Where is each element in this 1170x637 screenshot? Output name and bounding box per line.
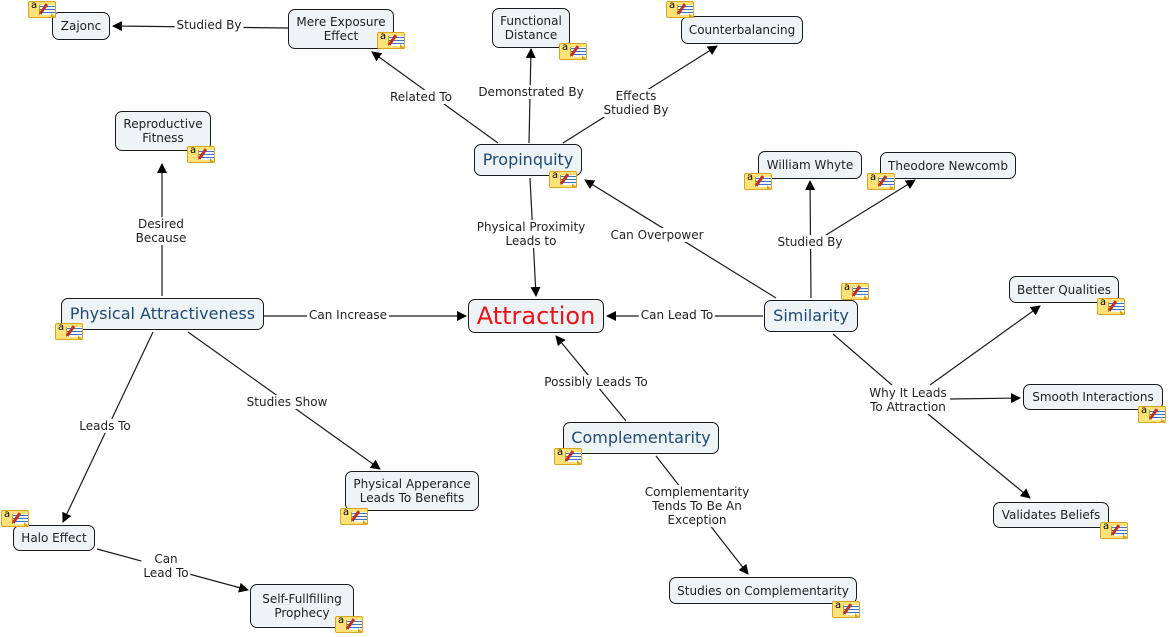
link-line — [825, 179, 916, 236]
notes-icon[interactable]: a — [187, 145, 215, 163]
notes-icon[interactable]: a — [841, 282, 869, 300]
concept-studies-on-complementarity[interactable]: Studies on Complementarity — [669, 577, 857, 604]
notes-icon[interactable]: a — [1100, 521, 1128, 539]
concept-smooth-interactions[interactable]: Smooth Interactions — [1023, 384, 1163, 410]
notes-icon[interactable]: a — [744, 172, 772, 190]
link-line — [927, 413, 1031, 499]
link-label-studies-show: Studies Show — [244, 395, 330, 409]
link-label-desired-because: Desired Because — [133, 217, 189, 245]
concept-physical-attractiveness[interactable]: Physical Attractiveness — [61, 298, 264, 330]
link-label-effects-studied-by: Effects Studied By — [601, 89, 671, 117]
notes-icon[interactable]: a — [335, 615, 363, 633]
concept-physical-appearance-benefits[interactable]: Physical Apperance Leads To Benefits — [345, 471, 479, 511]
concept-zajonc[interactable]: Zajonc — [52, 12, 110, 40]
link-label-studied-by-similarity: Studied By — [775, 235, 845, 249]
concept-validates-beliefs[interactable]: Validates Beliefs — [993, 502, 1109, 528]
notes-icon[interactable]: a — [666, 0, 694, 18]
link-label-related-to: Related To — [387, 90, 455, 104]
notes-icon[interactable]: a — [377, 31, 405, 49]
notes-icon[interactable]: a — [28, 0, 56, 18]
link-label-demonstrated-by: Demonstrated By — [476, 85, 586, 99]
link-label-can-overpower: Can Overpower — [608, 228, 706, 242]
link-label-leads-to: Leads To — [77, 419, 133, 433]
notes-icon[interactable]: a — [1, 509, 29, 527]
notes-icon[interactable]: a — [554, 447, 582, 465]
concept-functional-distance[interactable]: Functional Distance — [492, 8, 570, 48]
concept-theodore-newcomb[interactable]: Theodore Newcomb — [880, 152, 1016, 179]
concept-william-whyte[interactable]: William Whyte — [758, 151, 862, 179]
link-line — [929, 305, 1041, 386]
link-label-can-lead-to-halo: Can Lead To — [141, 552, 191, 580]
notes-icon[interactable]: a — [867, 172, 895, 190]
concept-counterbalancing[interactable]: Counterbalancing — [681, 16, 803, 44]
notes-icon[interactable]: a — [55, 322, 83, 340]
concept-similarity[interactable]: Similarity — [764, 300, 858, 332]
link-line — [949, 393, 1021, 404]
link-label-can-lead-to: Can Lead To — [638, 308, 716, 322]
link-label-why-it-leads: Why It Leads To Attraction — [867, 386, 949, 414]
notes-icon[interactable]: a — [1097, 297, 1125, 315]
link-label-possibly-leads-to: Possibly Leads To — [542, 375, 650, 389]
notes-icon[interactable]: a — [559, 42, 587, 60]
concept-reproductive-fitness[interactable]: Reproductive Fitness — [115, 111, 211, 151]
concept-mere-exposure-effect[interactable]: Mere Exposure Effect — [288, 9, 394, 49]
concept-halo-effect[interactable]: Halo Effect — [13, 525, 95, 551]
link-label-can-increase: Can Increase — [307, 308, 389, 322]
concept-propinquity[interactable]: Propinquity — [474, 144, 582, 176]
notes-icon[interactable]: a — [340, 507, 368, 525]
notes-icon[interactable]: a — [832, 600, 860, 618]
link-line — [832, 333, 893, 386]
link-label-studied-by-zajonc: Studied By — [174, 18, 244, 32]
concept-attraction[interactable]: Attraction — [468, 299, 604, 333]
link-label-complementarity-exception: Complementarity Tends To Be An Exception — [642, 485, 752, 527]
notes-icon[interactable]: a — [1138, 405, 1166, 423]
link-label-physical-proximity: Physical Proximity Leads to — [474, 220, 588, 248]
notes-icon[interactable]: a — [549, 170, 577, 188]
concept-complementarity[interactable]: Complementarity — [563, 422, 719, 454]
